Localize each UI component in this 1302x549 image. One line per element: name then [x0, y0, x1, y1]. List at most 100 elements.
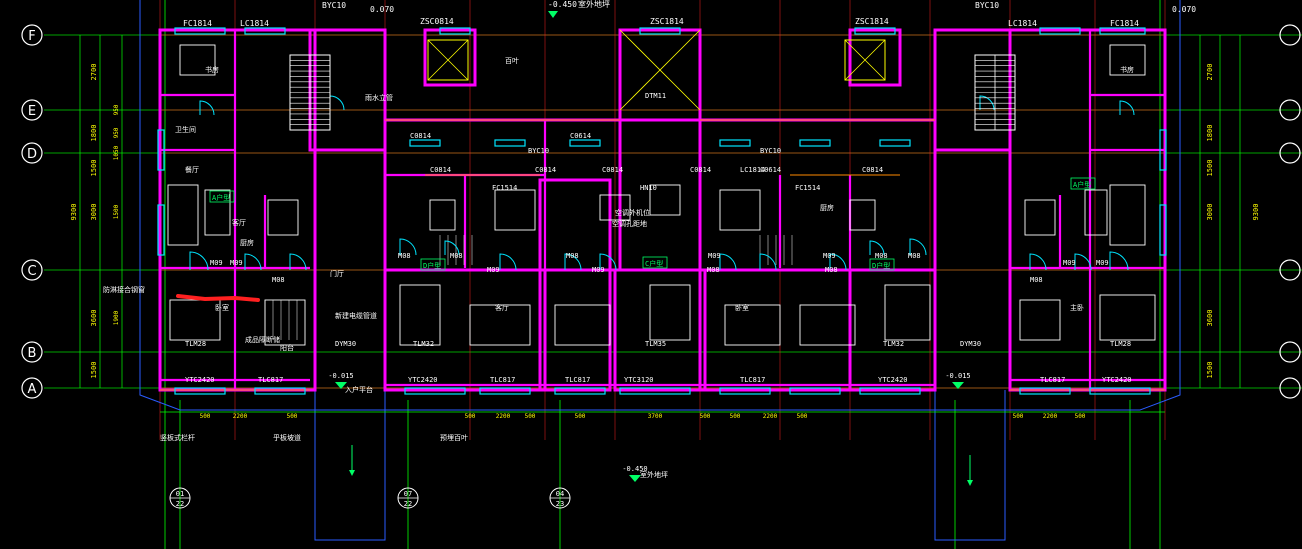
dim-text-small: 950 — [113, 104, 120, 115]
window-code: C0614 — [570, 132, 591, 140]
window — [439, 27, 471, 35]
room-label: 厨房 — [240, 238, 254, 247]
unit-tag-box — [642, 256, 668, 269]
elevation-text: -0.015 — [328, 372, 353, 380]
axis-bubble-bottom-text: 22 — [404, 500, 412, 508]
fixtures — [167, 44, 1156, 346]
axis-bubble — [21, 99, 43, 121]
bottom-window-code: TLM32 — [883, 340, 904, 348]
window — [174, 387, 226, 395]
axis-bubble — [21, 341, 43, 363]
axis-bubble-right — [1279, 142, 1301, 164]
door-swing — [1074, 253, 1092, 271]
room-label: 厨房 — [820, 203, 834, 212]
door-swing — [829, 253, 847, 271]
elevator — [427, 39, 469, 81]
door-code: M08 — [825, 266, 838, 274]
axis-bubble-right — [1279, 341, 1301, 363]
axis-bubble — [21, 259, 43, 281]
door-swing — [564, 253, 582, 271]
bottom-window-code: TLM35 — [645, 340, 666, 348]
door-code: M09 — [230, 259, 243, 267]
furniture — [429, 199, 456, 231]
elevation-marker — [952, 382, 964, 389]
axis-bubbles-bottom — [169, 487, 571, 509]
furniture — [649, 284, 691, 341]
axis-bubble — [21, 377, 43, 399]
unit-tag-box — [1070, 177, 1096, 190]
bottom-window-code: TLC817 — [490, 376, 515, 384]
elevator-x — [844, 39, 886, 81]
elevation-text: -0.450 — [622, 465, 647, 473]
window-code: C0814 — [602, 166, 623, 174]
red-marker-stroke — [176, 294, 260, 302]
top-label: 0.070 — [1172, 5, 1196, 14]
furniture — [179, 44, 216, 76]
room-label: 客厅 — [495, 303, 509, 312]
furniture — [799, 304, 856, 346]
furniture — [1109, 184, 1146, 246]
wall — [618, 28, 702, 122]
top-label: LC1814 — [1008, 19, 1037, 28]
bottom-window-code: YTC3120 — [624, 376, 654, 384]
bottom-window-code: TLC817 — [258, 376, 283, 384]
bottom-dim: 500 — [1013, 413, 1024, 420]
dim-text: 1500 — [1206, 362, 1214, 379]
unit-tag-box — [420, 258, 446, 271]
door-swing — [399, 238, 417, 256]
dim-text: 1800 — [90, 125, 98, 142]
bottom-window-code: YTC2420 — [878, 376, 908, 384]
elevator-x — [427, 39, 469, 81]
furniture — [1019, 299, 1061, 341]
window — [719, 139, 751, 147]
room-label: 餐厅 — [185, 165, 199, 174]
bottom-window-code: TLC817 — [740, 376, 765, 384]
window-code: C0814 — [862, 166, 883, 174]
door-code: M08 — [707, 266, 720, 274]
room-label: 卧室 — [215, 303, 229, 312]
axis-label: F — [28, 29, 35, 44]
wall — [538, 178, 612, 392]
top-label: BYC10 — [322, 1, 346, 10]
door-swing — [759, 253, 777, 271]
elevator — [844, 39, 886, 81]
window — [157, 204, 165, 256]
window — [619, 387, 691, 395]
window — [1089, 387, 1151, 395]
axis-bubble-top: 04 — [556, 490, 564, 498]
window — [479, 387, 531, 395]
furniture — [267, 199, 299, 236]
exterior-walls — [158, 28, 1167, 392]
window — [1159, 129, 1167, 171]
dim-text-total: 9300 — [70, 204, 78, 221]
top-label: ZSC1814 — [650, 17, 684, 26]
room-label: 主卧 — [1070, 303, 1084, 312]
bottom-dim: 3700 — [648, 413, 663, 420]
note: 新建电缆管道 — [335, 311, 377, 320]
shaft-diagonal — [619, 29, 701, 111]
axis-label: D — [27, 147, 37, 162]
unit-tag: C户型 — [645, 259, 663, 268]
door-code: M09 — [487, 266, 500, 274]
top-label: -0.450 — [548, 0, 577, 9]
bottom-window-code: TLC817 — [1040, 376, 1065, 384]
door-code: M09 — [210, 259, 223, 267]
window — [879, 139, 911, 147]
door-swing — [1119, 100, 1135, 116]
window — [639, 27, 681, 35]
window-code: BYC10 — [528, 147, 549, 155]
bottom-window-code: YTC2420 — [1102, 376, 1132, 384]
door-swing — [199, 100, 215, 116]
window-code: C0814 — [690, 166, 711, 174]
furniture — [884, 284, 931, 341]
door-code: M09 — [823, 252, 836, 260]
dim-text-small: 1050 — [113, 145, 120, 160]
room-label: 阳台 — [280, 343, 294, 352]
note: 空调外机位 — [615, 208, 650, 217]
ramp-outline — [314, 390, 386, 541]
window — [719, 387, 771, 395]
dim-text: 1500 — [90, 362, 98, 379]
dim-text: 3600 — [90, 310, 98, 327]
axis-bubble-top: 07 — [404, 490, 412, 498]
